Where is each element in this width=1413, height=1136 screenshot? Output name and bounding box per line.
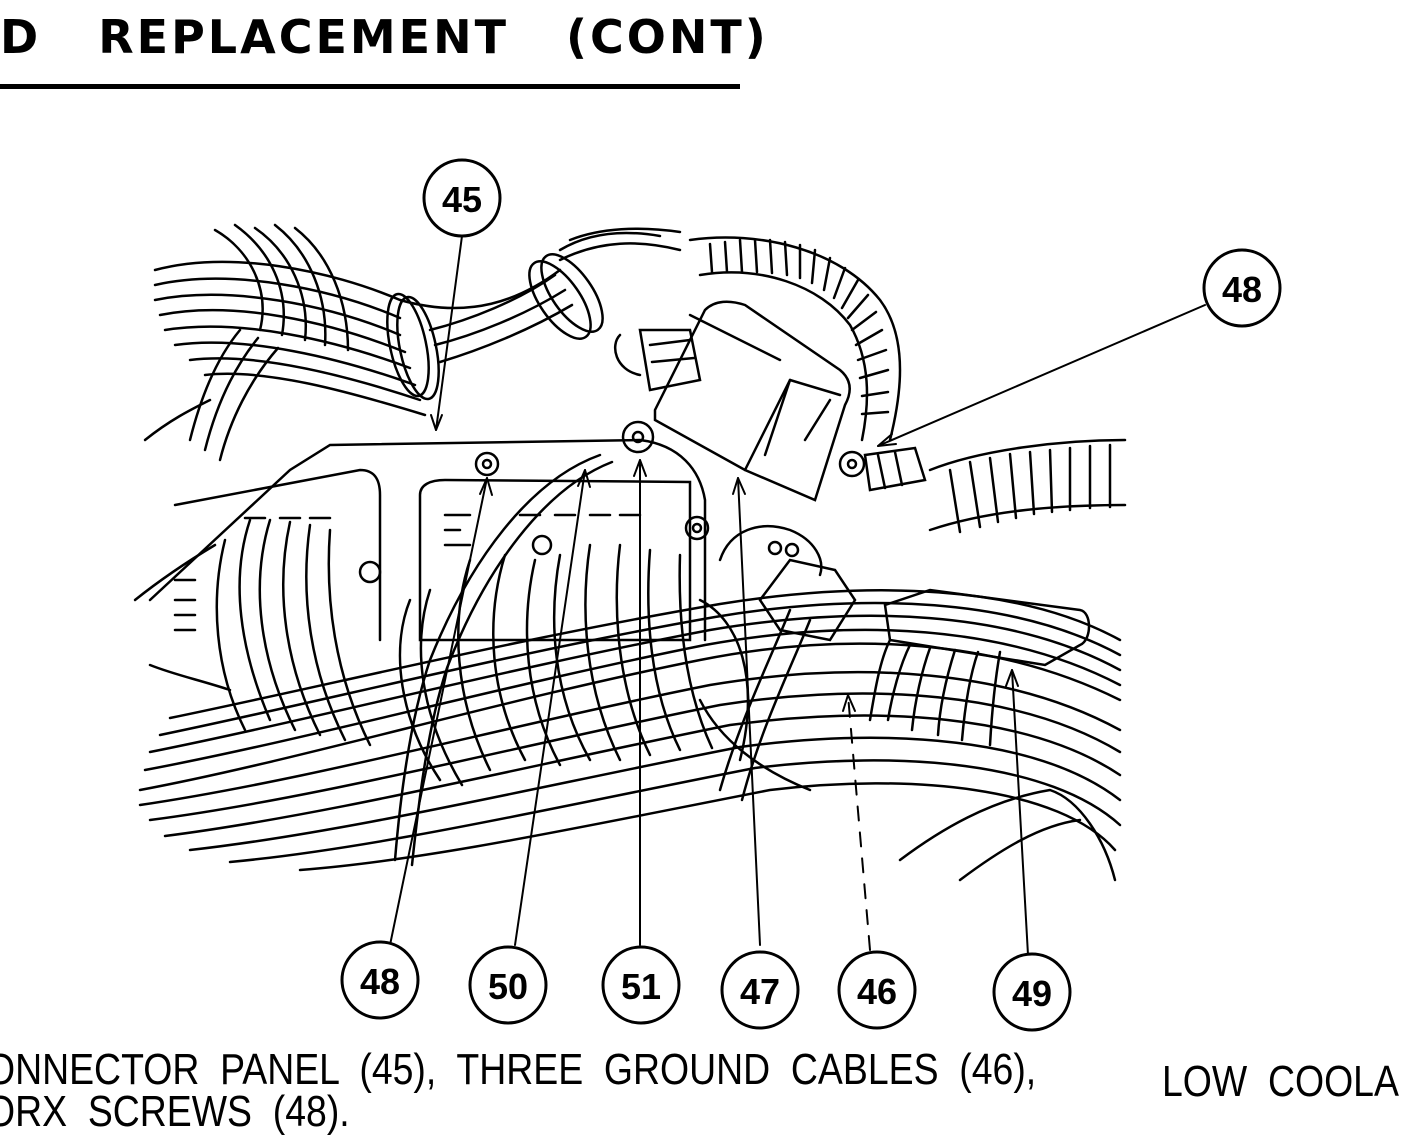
- caption-line-2: ORX SCREWS (48).: [0, 1087, 350, 1136]
- callout-48-right: 48: [1202, 248, 1282, 328]
- callout-46: 46: [837, 950, 917, 1030]
- upper-harness-bundle: [153, 223, 682, 462]
- lower-conduit: [928, 438, 1127, 534]
- callout-49: 49: [992, 952, 1072, 1032]
- callout-47: 47: [720, 950, 800, 1030]
- section-heading: D REPLACEMENT (CONT): [0, 10, 769, 64]
- ground-module: [613, 300, 927, 502]
- callout-48-bottom: 48: [340, 940, 420, 1020]
- coolant-connector: [868, 588, 1091, 747]
- lower-harness-sweep: [138, 589, 1122, 882]
- callout-label: 51: [621, 966, 661, 1007]
- callout-51: 51: [601, 945, 681, 1025]
- callout-label: 49: [1012, 973, 1052, 1014]
- corrugated-conduit: [688, 236, 902, 442]
- callout-label: 48: [360, 961, 400, 1002]
- leader-lines: [389, 235, 1206, 956]
- cable-tie: [386, 292, 440, 401]
- connector-panel: [148, 438, 710, 642]
- callout-label: 50: [488, 966, 528, 1007]
- caption-continuation: LOW COOLA: [1162, 1057, 1399, 1106]
- callout-label: 48: [1222, 269, 1262, 310]
- background-wires: [133, 398, 232, 692]
- caption-line-1: ONNECTOR PANEL (45), THREE GROUND CABLES…: [0, 1045, 1037, 1094]
- callout-50: 50: [468, 945, 548, 1025]
- callout-label: 45: [442, 179, 482, 220]
- callout-label: 46: [857, 971, 897, 1012]
- callout-45-top: 45: [422, 158, 502, 238]
- heading-underline: [0, 84, 740, 89]
- cable-tie: [528, 253, 604, 340]
- callout-label: 47: [740, 971, 780, 1012]
- side-connector: [718, 525, 857, 642]
- wire-bundle: [215, 453, 812, 867]
